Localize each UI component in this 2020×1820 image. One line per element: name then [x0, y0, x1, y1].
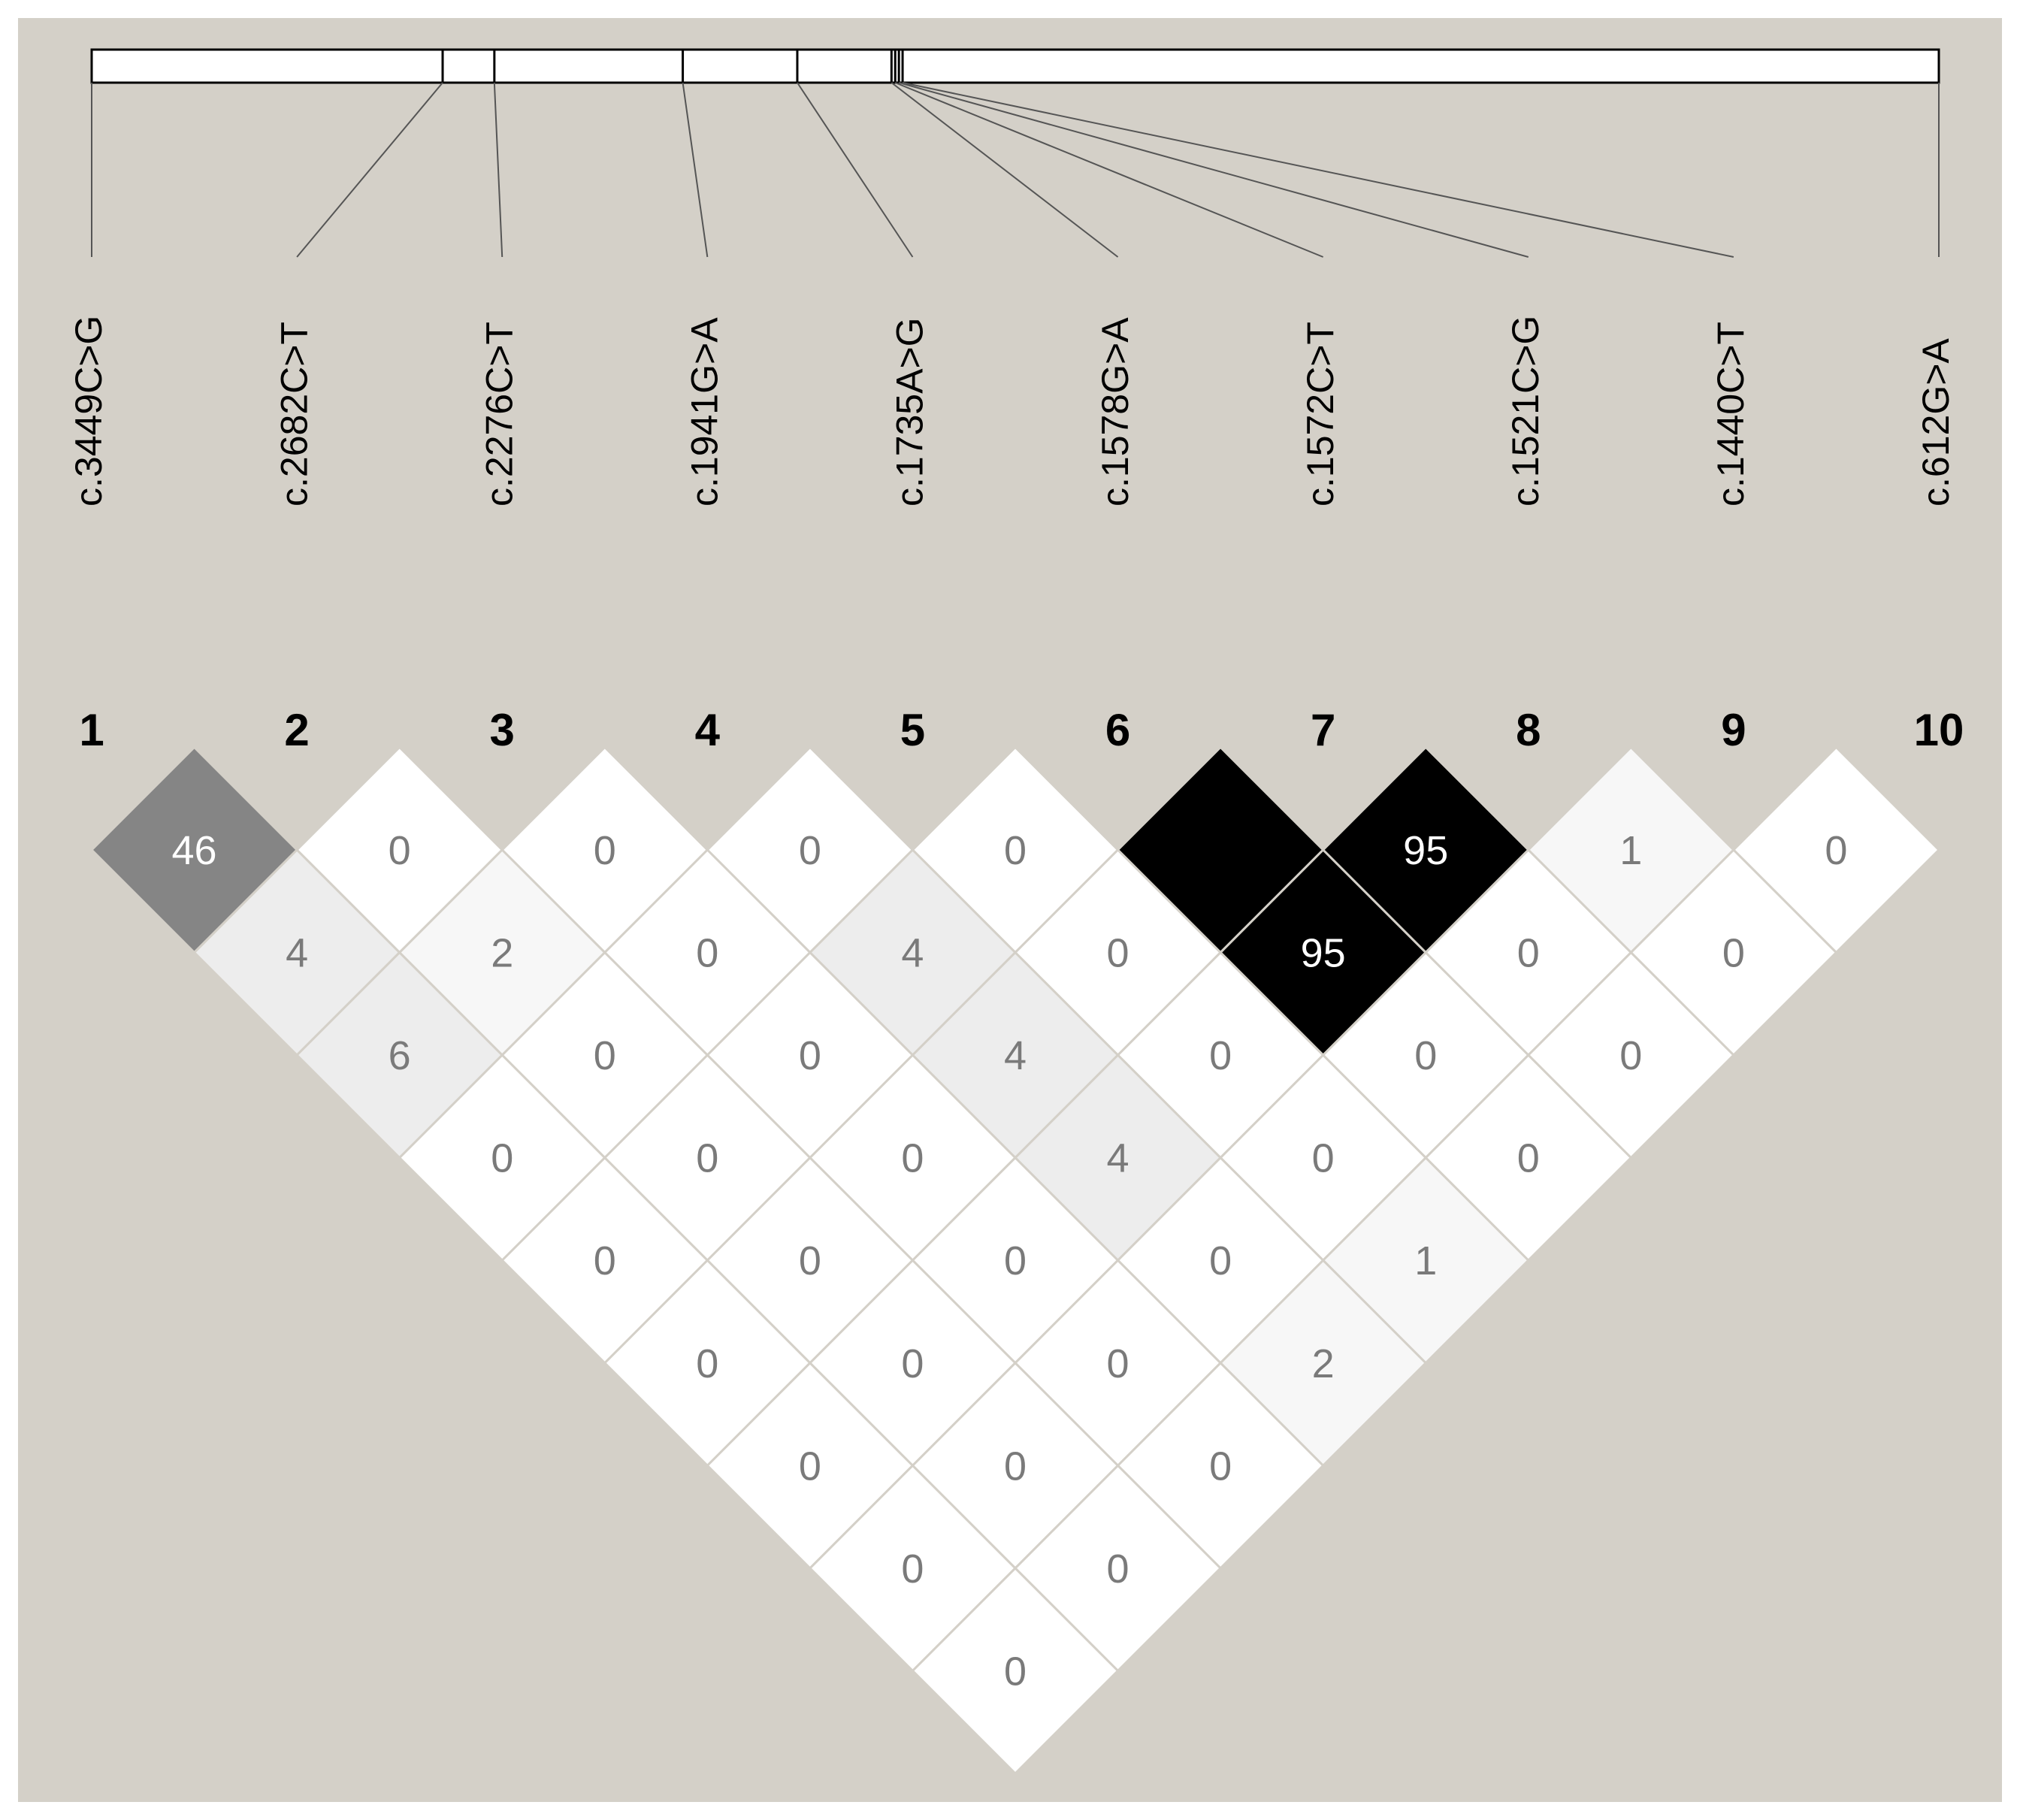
ld-cell-label: 0	[594, 1238, 616, 1283]
ld-heatmap-svg: c.3449C>G c.2682C>T c.2276C>T c.1941G>A c.17…	[68, 48, 1964, 1776]
ld-cell-label: 0	[799, 828, 821, 873]
ld-cell-label: 0	[799, 1238, 821, 1283]
ld-cell-label: 0	[1209, 1238, 1232, 1283]
ld-cell-label: 0	[1107, 931, 1129, 976]
ld-cell-label: 0	[1722, 931, 1745, 976]
ld-cell-label: 0	[1004, 1649, 1027, 1694]
ld-cell-label: 4	[901, 931, 924, 976]
ld-cell-label: 0	[1004, 1444, 1027, 1489]
ld-cell-label: 0	[491, 1136, 513, 1181]
ld-cell-label: 0	[1312, 1136, 1335, 1181]
ld-cell-label: 0	[1414, 1033, 1437, 1078]
ld-cell-label: 4	[1004, 1033, 1027, 1078]
connector-line	[797, 82, 914, 258]
ld-cell-label: 0	[901, 1341, 924, 1386]
snp-index: 7	[1311, 705, 1335, 755]
connector-line	[891, 82, 1119, 258]
snp-labels: c.3449C>G c.2682C>T c.2276C>T c.1941G>A c.17…	[68, 316, 1957, 506]
snp-index: 3	[490, 705, 515, 755]
snp-label: c.1941G>A	[684, 317, 726, 506]
snp-indices: 1 2 3 4 5 6 7 8 9 10	[79, 705, 1964, 755]
ld-cell-label: 0	[1107, 1546, 1129, 1592]
ld-cell-label: 0	[594, 828, 616, 873]
snp-index: 9	[1721, 705, 1746, 755]
ld-cell-label: 0	[1209, 1033, 1232, 1078]
connector-line	[682, 82, 709, 258]
ld-cell-label: 0	[1004, 828, 1027, 873]
ld-cell-label: 0	[1209, 1444, 1232, 1489]
ld-cell-label: 95	[1403, 828, 1448, 873]
ld-cell-label: 0	[696, 1341, 718, 1386]
snp-label: c.2276C>T	[478, 322, 520, 506]
snp-label: c.3449C>G	[68, 316, 110, 506]
connector-line	[898, 82, 1529, 258]
snp-index: 2	[284, 705, 309, 755]
ld-plot-panel: c.3449C>G c.2682C>T c.2276C>T c.1941G>A c.17…	[18, 18, 2002, 1802]
ld-cell-label: 0	[389, 828, 411, 873]
snp-index: 6	[1105, 705, 1130, 755]
snp-index: 5	[900, 705, 925, 755]
ld-cell-label: 0	[1004, 1238, 1027, 1283]
snp-label: c.2682C>T	[273, 322, 315, 506]
ld-cell-label: 0	[799, 1033, 821, 1078]
snp-label: c.1735A>G	[889, 317, 931, 506]
ld-cell-label: 95	[1301, 931, 1346, 976]
ld-cell-label: 0	[696, 1136, 718, 1181]
snp-label: c.1572C>T	[1299, 322, 1341, 506]
ld-cell-label: 0	[1517, 931, 1540, 976]
ld-cell-label: 1	[1619, 828, 1642, 873]
ld-cell-label: 46	[172, 828, 217, 873]
ld-cell-label: 0	[594, 1033, 616, 1078]
snp-index: 4	[695, 705, 721, 755]
ld-cell-label: 0	[799, 1444, 821, 1489]
snp-label: c.1578G>A	[1094, 317, 1136, 506]
ld-cell	[911, 1566, 1120, 1776]
chromosome-track	[90, 48, 1940, 258]
ld-cell-label: 0	[1107, 1341, 1129, 1386]
snp-label: c.612G>A	[1915, 338, 1957, 506]
ld-cell-label: 0	[1619, 1033, 1642, 1078]
connector-line	[894, 82, 1324, 258]
ld-cell-label: 1	[1414, 1238, 1437, 1283]
ld-cells: 46 0 0 0 0 95 1 0 4 2 0 4 0 95 0 0 6 0 0 4 0 0 0 0 0 0 4 0 0 0 0 0 0 1 0 0 0…	[89, 745, 1941, 1776]
connector-line	[296, 82, 443, 258]
ld-cell-label: 2	[491, 931, 513, 976]
ld-cell-label: 0	[901, 1546, 924, 1592]
snp-label: c.1440C>T	[1710, 322, 1752, 506]
snp-index: 1	[79, 705, 104, 755]
connector-line	[902, 82, 1734, 258]
snp-index: 8	[1516, 705, 1541, 755]
snp-label: c.1521C>G	[1504, 316, 1547, 506]
ld-cell-label: 4	[1107, 1136, 1129, 1181]
ld-cell-label: 6	[389, 1033, 411, 1078]
track-bar	[90, 48, 1940, 84]
ld-cell-label: 0	[901, 1136, 924, 1181]
ld-cell-label: 2	[1312, 1341, 1335, 1386]
ld-cell-label: 0	[1517, 1136, 1540, 1181]
ld-cell-label: 0	[1825, 828, 1847, 873]
ld-cell-label: 4	[286, 931, 308, 976]
ld-cell-label: 0	[696, 931, 718, 976]
snp-index: 10	[1914, 705, 1964, 755]
connector-line	[493, 82, 503, 258]
